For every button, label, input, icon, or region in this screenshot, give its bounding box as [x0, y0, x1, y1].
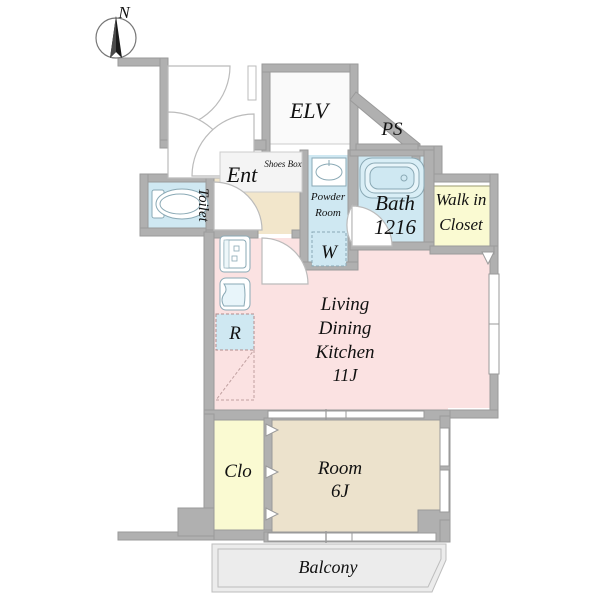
windows [247, 65, 500, 543]
wall-bottom-right-ext [439, 519, 451, 543]
label-clo: Clo [224, 461, 251, 482]
label-ldk-line1: Living [320, 294, 370, 315]
door-toilet [213, 181, 263, 231]
clo-door-marker-3 [265, 507, 280, 521]
doors [167, 65, 393, 285]
label-toilet: Toilet [195, 188, 211, 222]
room-fill-elv [267, 71, 351, 145]
door-powder-room-swing [351, 205, 393, 247]
wall-bath-top [349, 149, 435, 157]
wall-bottom-left-block [177, 507, 215, 537]
room-fill-balcony [211, 543, 447, 593]
kitchen-sink-fixture [219, 277, 251, 311]
stove-fixture [219, 235, 251, 273]
label-ps: PS [380, 119, 403, 140]
room-fill-clo [212, 420, 266, 532]
window-ldk-right [488, 273, 500, 375]
label-ent: Ent [226, 162, 258, 187]
label-room-line1: Room [317, 458, 362, 479]
window-balcony-doors [267, 531, 437, 543]
wall-corridor-left [159, 57, 169, 149]
window-corridor [247, 65, 257, 101]
wall-ext-right-upper [489, 173, 499, 255]
label-balcony: Balcony [299, 557, 358, 577]
closet-door-markers [265, 251, 495, 521]
wall-elv-right [349, 63, 359, 153]
label-ldk-line3: Kitchen [314, 342, 374, 363]
balcony-inner-outline [217, 548, 442, 588]
wall-toilet-bottom [139, 227, 215, 237]
refrigerator-swing [214, 348, 255, 401]
label-bath-size: 1216 [374, 215, 417, 239]
window-ldk-room-partition [267, 409, 425, 420]
washer-fixture [311, 231, 347, 267]
label-walk-in-closet-line2: Closet [439, 215, 484, 234]
wall-wic-bottom [429, 245, 495, 255]
label-room-line2: 6J [331, 481, 351, 502]
wall-toilet-left [139, 173, 149, 237]
wall-elv-left [261, 63, 271, 153]
label-powder-room-line2: Room [314, 207, 341, 219]
compass-needle-light [110, 16, 116, 58]
wall-ps-bottom [355, 143, 419, 151]
label-shoes-box: Shoes Box [264, 159, 301, 169]
label-bath: Bath [375, 191, 415, 215]
window-room-right [439, 427, 450, 513]
compass-label-north: N [117, 3, 131, 22]
vanity-sink-fixture [311, 157, 347, 187]
label-ldk-line4: 11J [333, 365, 359, 385]
wall-bath-right [423, 149, 435, 251]
room-fill-refrigerator [215, 313, 255, 351]
label-powder-room-line1: Powder [310, 191, 346, 203]
label-refrigerator: R [228, 323, 241, 344]
clo-door-marker-1 [265, 423, 280, 437]
label-ldk-line2: Dining [318, 318, 372, 339]
wall-ldk-left [203, 231, 215, 419]
wic-door-marker [481, 251, 495, 266]
label-walk-in-closet-line1: Walk in [436, 190, 487, 209]
clo-door-marker-2 [265, 465, 280, 479]
ent-label-box [219, 151, 303, 193]
north-arrow: N [95, 3, 137, 59]
labels: ELV PS Ent Shoes Box Toilet Powder Room … [195, 98, 486, 577]
fixtures [151, 157, 425, 401]
label-washer: W [321, 242, 339, 263]
door-hall-ldk [261, 237, 309, 285]
wall-elv-top [261, 63, 359, 73]
toilet-fixture [151, 188, 209, 220]
label-elv: ELV [289, 98, 331, 123]
room-fill-walk-in-closet [429, 185, 493, 249]
wall-ext-step-c [433, 173, 499, 183]
bathtub-fixture [359, 157, 425, 199]
room-fill-room [268, 418, 442, 534]
